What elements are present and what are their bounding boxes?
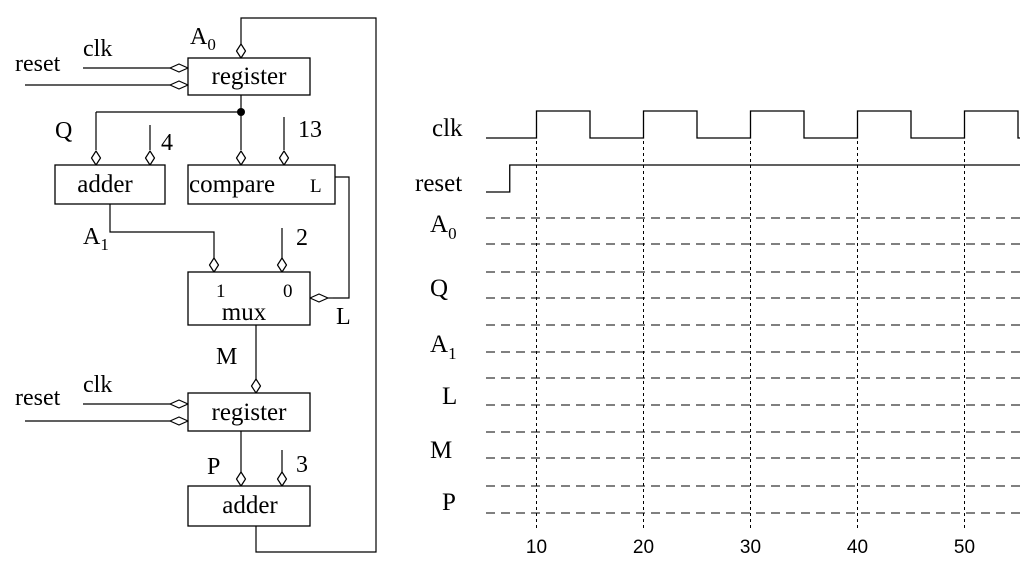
mux-label: mux [222, 299, 267, 326]
m-port [250, 378, 262, 394]
clk-port-top [169, 63, 189, 73]
time-tick-1: 20 [633, 537, 654, 558]
reset-label-bottom: reset [15, 385, 61, 411]
const4-label: 4 [161, 130, 173, 156]
time-tick-4: 50 [954, 537, 975, 558]
signal-label-3: Q [430, 275, 448, 302]
mux-box [187, 271, 311, 326]
a0-port [235, 43, 247, 59]
signal-label-6: M [430, 437, 452, 464]
compare-label: compare [189, 171, 275, 198]
const13-port [278, 150, 290, 166]
const2-port [276, 257, 288, 273]
const3-label: 3 [296, 452, 308, 478]
compare-out-label: L [310, 176, 322, 197]
signal-label-1: reset [415, 170, 462, 197]
reset-port-top [169, 80, 189, 90]
adder-box-bottom [187, 485, 311, 527]
l-port [309, 293, 329, 303]
register-label-bottom: register [212, 399, 288, 426]
register-box-bottom [187, 392, 311, 432]
q-port [90, 150, 102, 166]
reset-label-top: reset [15, 51, 61, 77]
register-label-top: register [212, 63, 288, 90]
l-wire [333, 176, 350, 299]
register-box-top [187, 57, 311, 96]
signal-label-2: A0 [430, 211, 457, 243]
clk-label-bottom: clk [83, 372, 112, 398]
signal-label-5: L [442, 383, 457, 410]
time-tick-3: 40 [847, 537, 868, 558]
const3-port [276, 471, 288, 487]
clk-waveform [486, 110, 1020, 139]
compare-box [187, 164, 336, 205]
clk-label-top: clk [83, 36, 112, 62]
const4-port [144, 150, 156, 166]
compare-port-a [235, 150, 247, 166]
adder-label-top: adder [77, 171, 133, 198]
p-label: P [207, 454, 220, 480]
m-label: M [216, 344, 237, 370]
mux-in1-label: 1 [216, 281, 226, 302]
feedback-wire [240, 17, 377, 553]
clk-port-bottom [169, 399, 189, 409]
signal-label-7: P [442, 489, 456, 516]
a1-port [208, 257, 220, 273]
signal-label-0: clk [432, 115, 463, 142]
mux-in0-label: 0 [283, 281, 293, 302]
adder-box-top [54, 164, 166, 205]
const13-label: 13 [298, 117, 322, 143]
adder-label-bottom: adder [222, 492, 278, 519]
q-label: Q [55, 118, 72, 144]
reset-waveform [486, 164, 1020, 193]
circuit-schematic: register reset clk A0 Q 4 13 adder [15, 17, 377, 553]
a0-label: A0 [190, 24, 216, 54]
a1-label: A1 [83, 224, 109, 254]
l-label: L [336, 304, 351, 330]
time-tick-2: 30 [740, 537, 761, 558]
signal-label-4: A1 [430, 331, 457, 363]
reset-port-bottom [169, 416, 189, 426]
time-tick-0: 10 [526, 537, 547, 558]
a1-wire [109, 204, 215, 258]
const2-label: 2 [296, 225, 308, 251]
p-port [235, 471, 247, 487]
